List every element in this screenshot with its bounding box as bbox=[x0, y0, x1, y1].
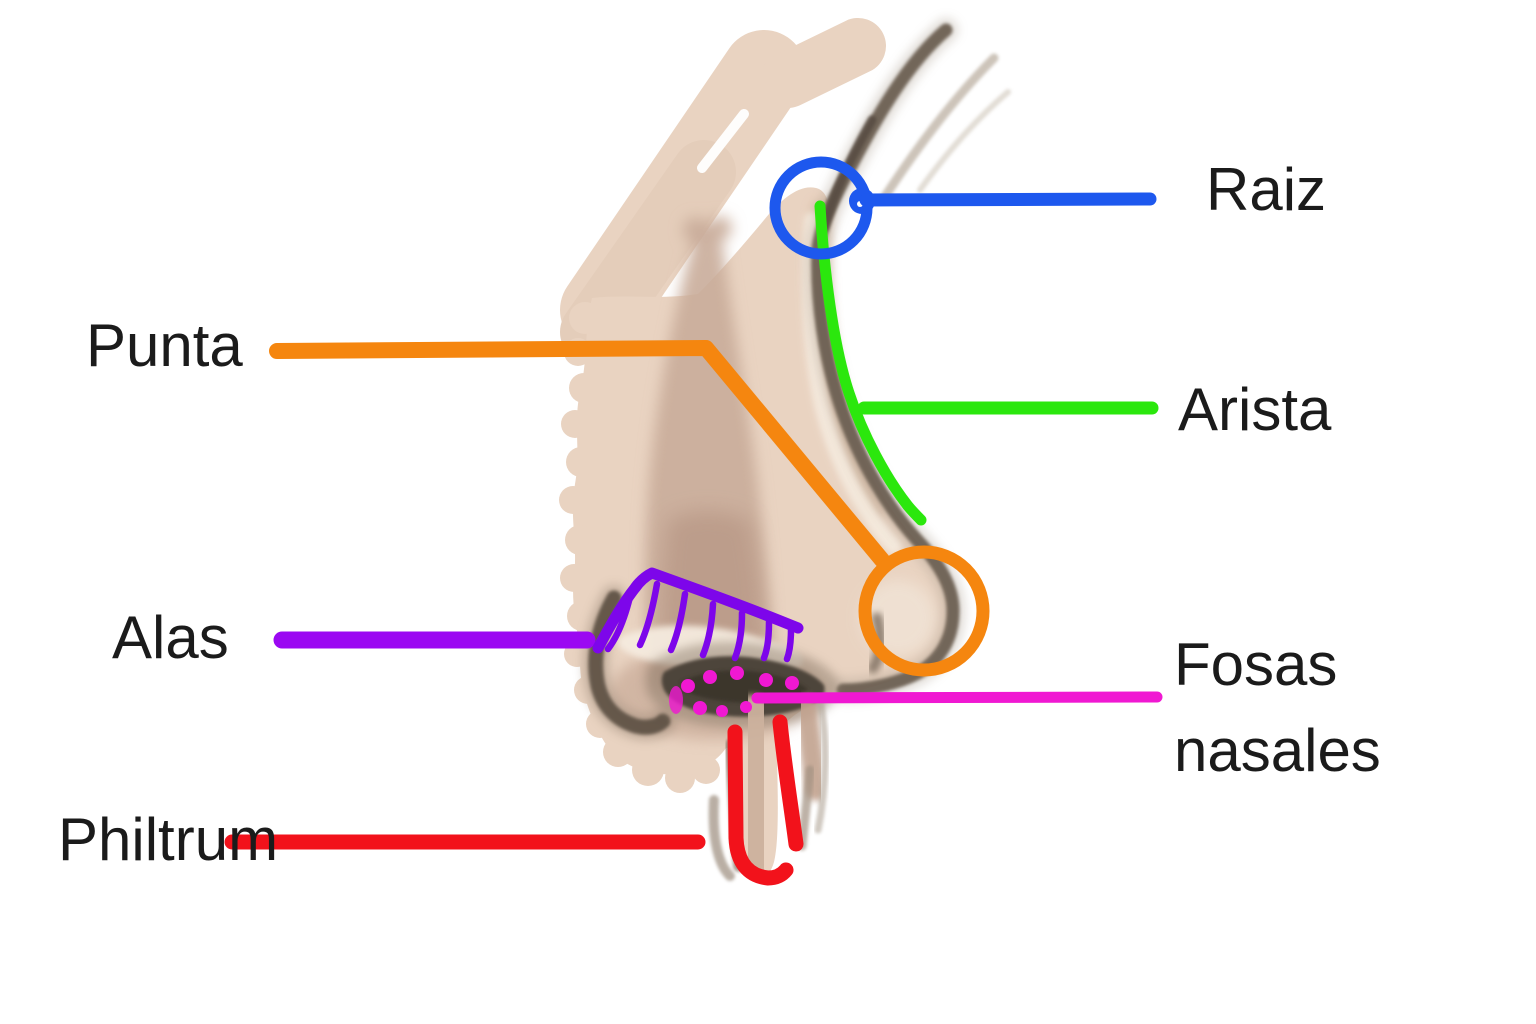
punta-annotation bbox=[269, 340, 990, 677]
alar-hatch-4 bbox=[699, 600, 717, 659]
philtrum-stroke-right bbox=[772, 714, 804, 852]
annotations bbox=[224, 156, 1163, 886]
forehead-stroke-top-right bbox=[760, 18, 886, 108]
hair-stroke-2 bbox=[917, 89, 1011, 193]
alar-hatch-2 bbox=[636, 580, 661, 649]
alar-hatch-1 bbox=[604, 593, 634, 653]
alar-hatch-6 bbox=[760, 618, 773, 662]
fosas-callout-line bbox=[751, 691, 1163, 704]
arista-bridge-trace bbox=[814, 200, 927, 526]
forehead-stroke-gap bbox=[697, 109, 749, 173]
philtrum-annotation bbox=[224, 714, 804, 886]
label-fosas-nasales: Fosas nasales bbox=[1174, 631, 1381, 785]
punta-callout-line bbox=[269, 340, 890, 568]
alar-rim-outline bbox=[592, 567, 804, 654]
nose-sketch bbox=[559, 18, 1011, 881]
label-arista: Arista bbox=[1178, 376, 1332, 443]
philtrum-stroke-left bbox=[727, 724, 794, 886]
edge-scallops bbox=[559, 302, 720, 793]
label-punta: Punta bbox=[86, 312, 243, 379]
alas-sketch-lines bbox=[592, 567, 804, 663]
alar-hatch-5 bbox=[731, 609, 746, 662]
hair-stroke-1 bbox=[879, 53, 999, 203]
columella-right-stroke bbox=[795, 695, 827, 801]
punta-circle bbox=[858, 545, 990, 677]
columella-right-gray bbox=[814, 696, 829, 834]
columella-left-gray bbox=[708, 795, 735, 881]
arista-annotation bbox=[814, 200, 1159, 526]
alar-hatch-7 bbox=[783, 625, 795, 663]
alar-hatch-3 bbox=[667, 590, 689, 654]
columella-right-shadow bbox=[797, 765, 815, 851]
label-alas: Alas bbox=[112, 604, 229, 671]
raiz-annotation bbox=[769, 156, 1157, 260]
raiz-callout-line bbox=[859, 192, 1157, 207]
fosas-dots bbox=[669, 666, 799, 717]
label-philtrum: Philtrum bbox=[58, 806, 279, 873]
columella-stroke bbox=[732, 695, 780, 875]
label-raiz: Raiz bbox=[1206, 156, 1327, 223]
